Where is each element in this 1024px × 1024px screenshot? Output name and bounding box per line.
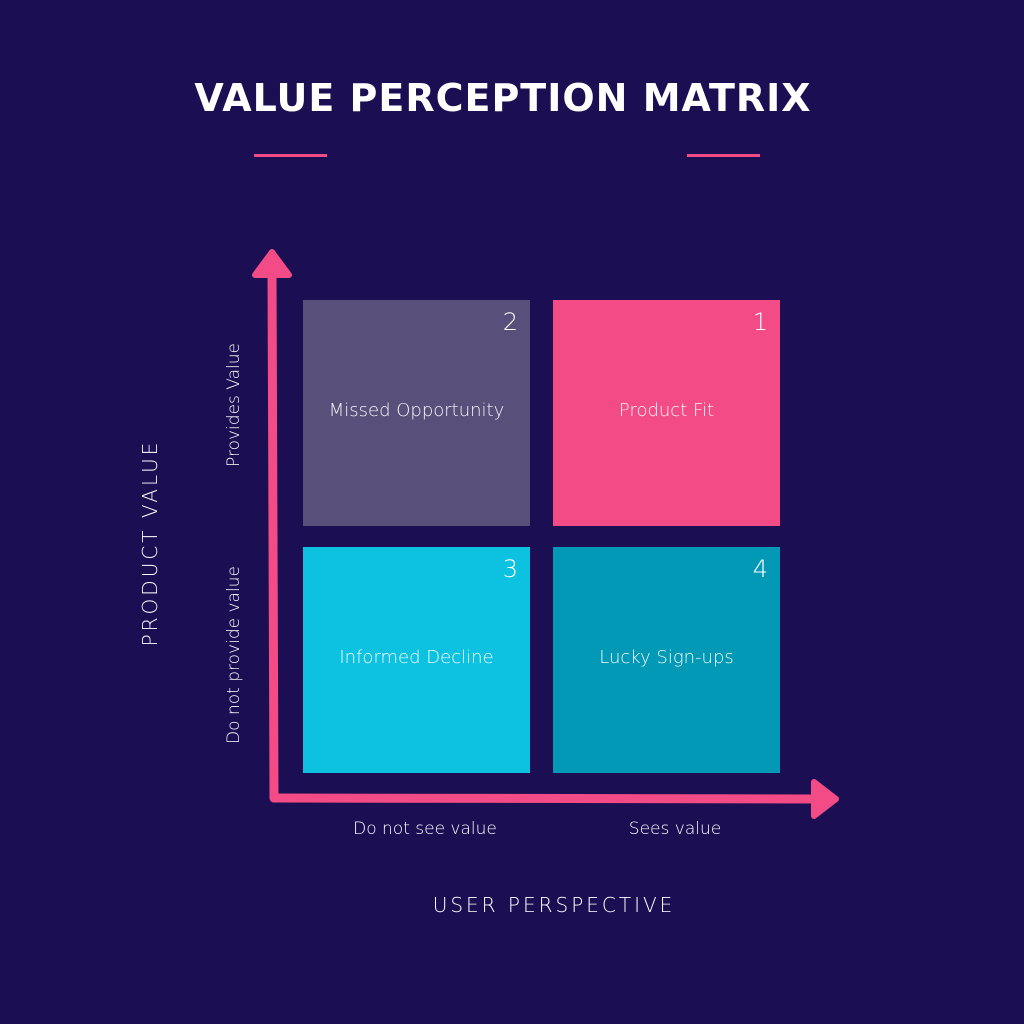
- y-axis-high-label: Provides Value: [224, 343, 244, 467]
- quadrant-product-fit: 1 Product Fit: [553, 300, 780, 526]
- x-axis-arrow-icon: [269, 779, 839, 819]
- quadrant-informed-decline: 3 Informed Decline: [303, 547, 530, 773]
- quadrant-number: 1: [752, 308, 768, 336]
- quadrant-missed-opportunity: 2 Missed Opportunity: [303, 300, 530, 526]
- y-axis-low-label: Do not provide value: [224, 566, 244, 744]
- quadrant-number: 2: [502, 308, 518, 336]
- quadrant-lucky-signups: 4 Lucky Sign-ups: [553, 547, 780, 773]
- quadrant-number: 3: [502, 555, 518, 583]
- quadrant-label: Product Fit: [618, 400, 715, 421]
- quadrant-label: Informed Decline: [339, 647, 494, 668]
- quadrant-label: Missed Opportunity: [328, 400, 505, 421]
- page-title: VALUE PERCEPTION MATRIX: [194, 76, 812, 120]
- x-axis-low-label: Do not see value: [353, 819, 497, 839]
- y-axis-title: PRODUCT VALUE: [138, 439, 162, 647]
- x-axis-high-label: Sees value: [628, 819, 722, 839]
- y-axis-arrow-icon: [252, 249, 292, 803]
- title-underline-left: [254, 154, 327, 157]
- quadrant-number: 4: [752, 555, 768, 583]
- title-underline-right: [687, 154, 760, 157]
- x-axis-title: USER PERSPECTIVE: [432, 893, 676, 917]
- quadrant-label: Lucky Sign-ups: [599, 647, 734, 668]
